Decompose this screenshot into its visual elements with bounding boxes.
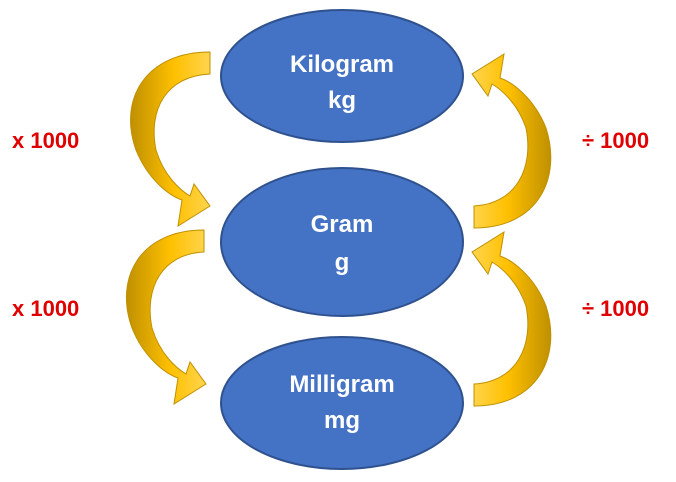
divide-factor-label-bottom: ÷ 1000: [582, 296, 649, 321]
unit-node-kilogram: Kilogram kg: [220, 9, 464, 143]
unit-symbol: mg: [324, 407, 360, 434]
multiply-factor-label-bottom: x 1000: [12, 296, 79, 321]
divide-factor-label-top: ÷ 1000: [582, 128, 649, 153]
unit-symbol: kg: [328, 87, 356, 114]
unit-name: Gram: [311, 211, 374, 238]
unit-node-gram: Gram g: [220, 167, 464, 317]
curved-arrow-icon: [471, 52, 552, 229]
multiply-factor-label-top: x 1000: [12, 128, 79, 153]
curved-arrow-icon: [130, 51, 211, 228]
curved-arrow-icon: [125, 229, 207, 406]
unit-name: Milligram: [289, 371, 394, 398]
unit-node-milligram: Milligram mg: [220, 336, 464, 470]
curved-arrow-icon: [471, 230, 552, 407]
unit-name: Kilogram: [290, 51, 394, 78]
unit-symbol: g: [335, 249, 350, 276]
